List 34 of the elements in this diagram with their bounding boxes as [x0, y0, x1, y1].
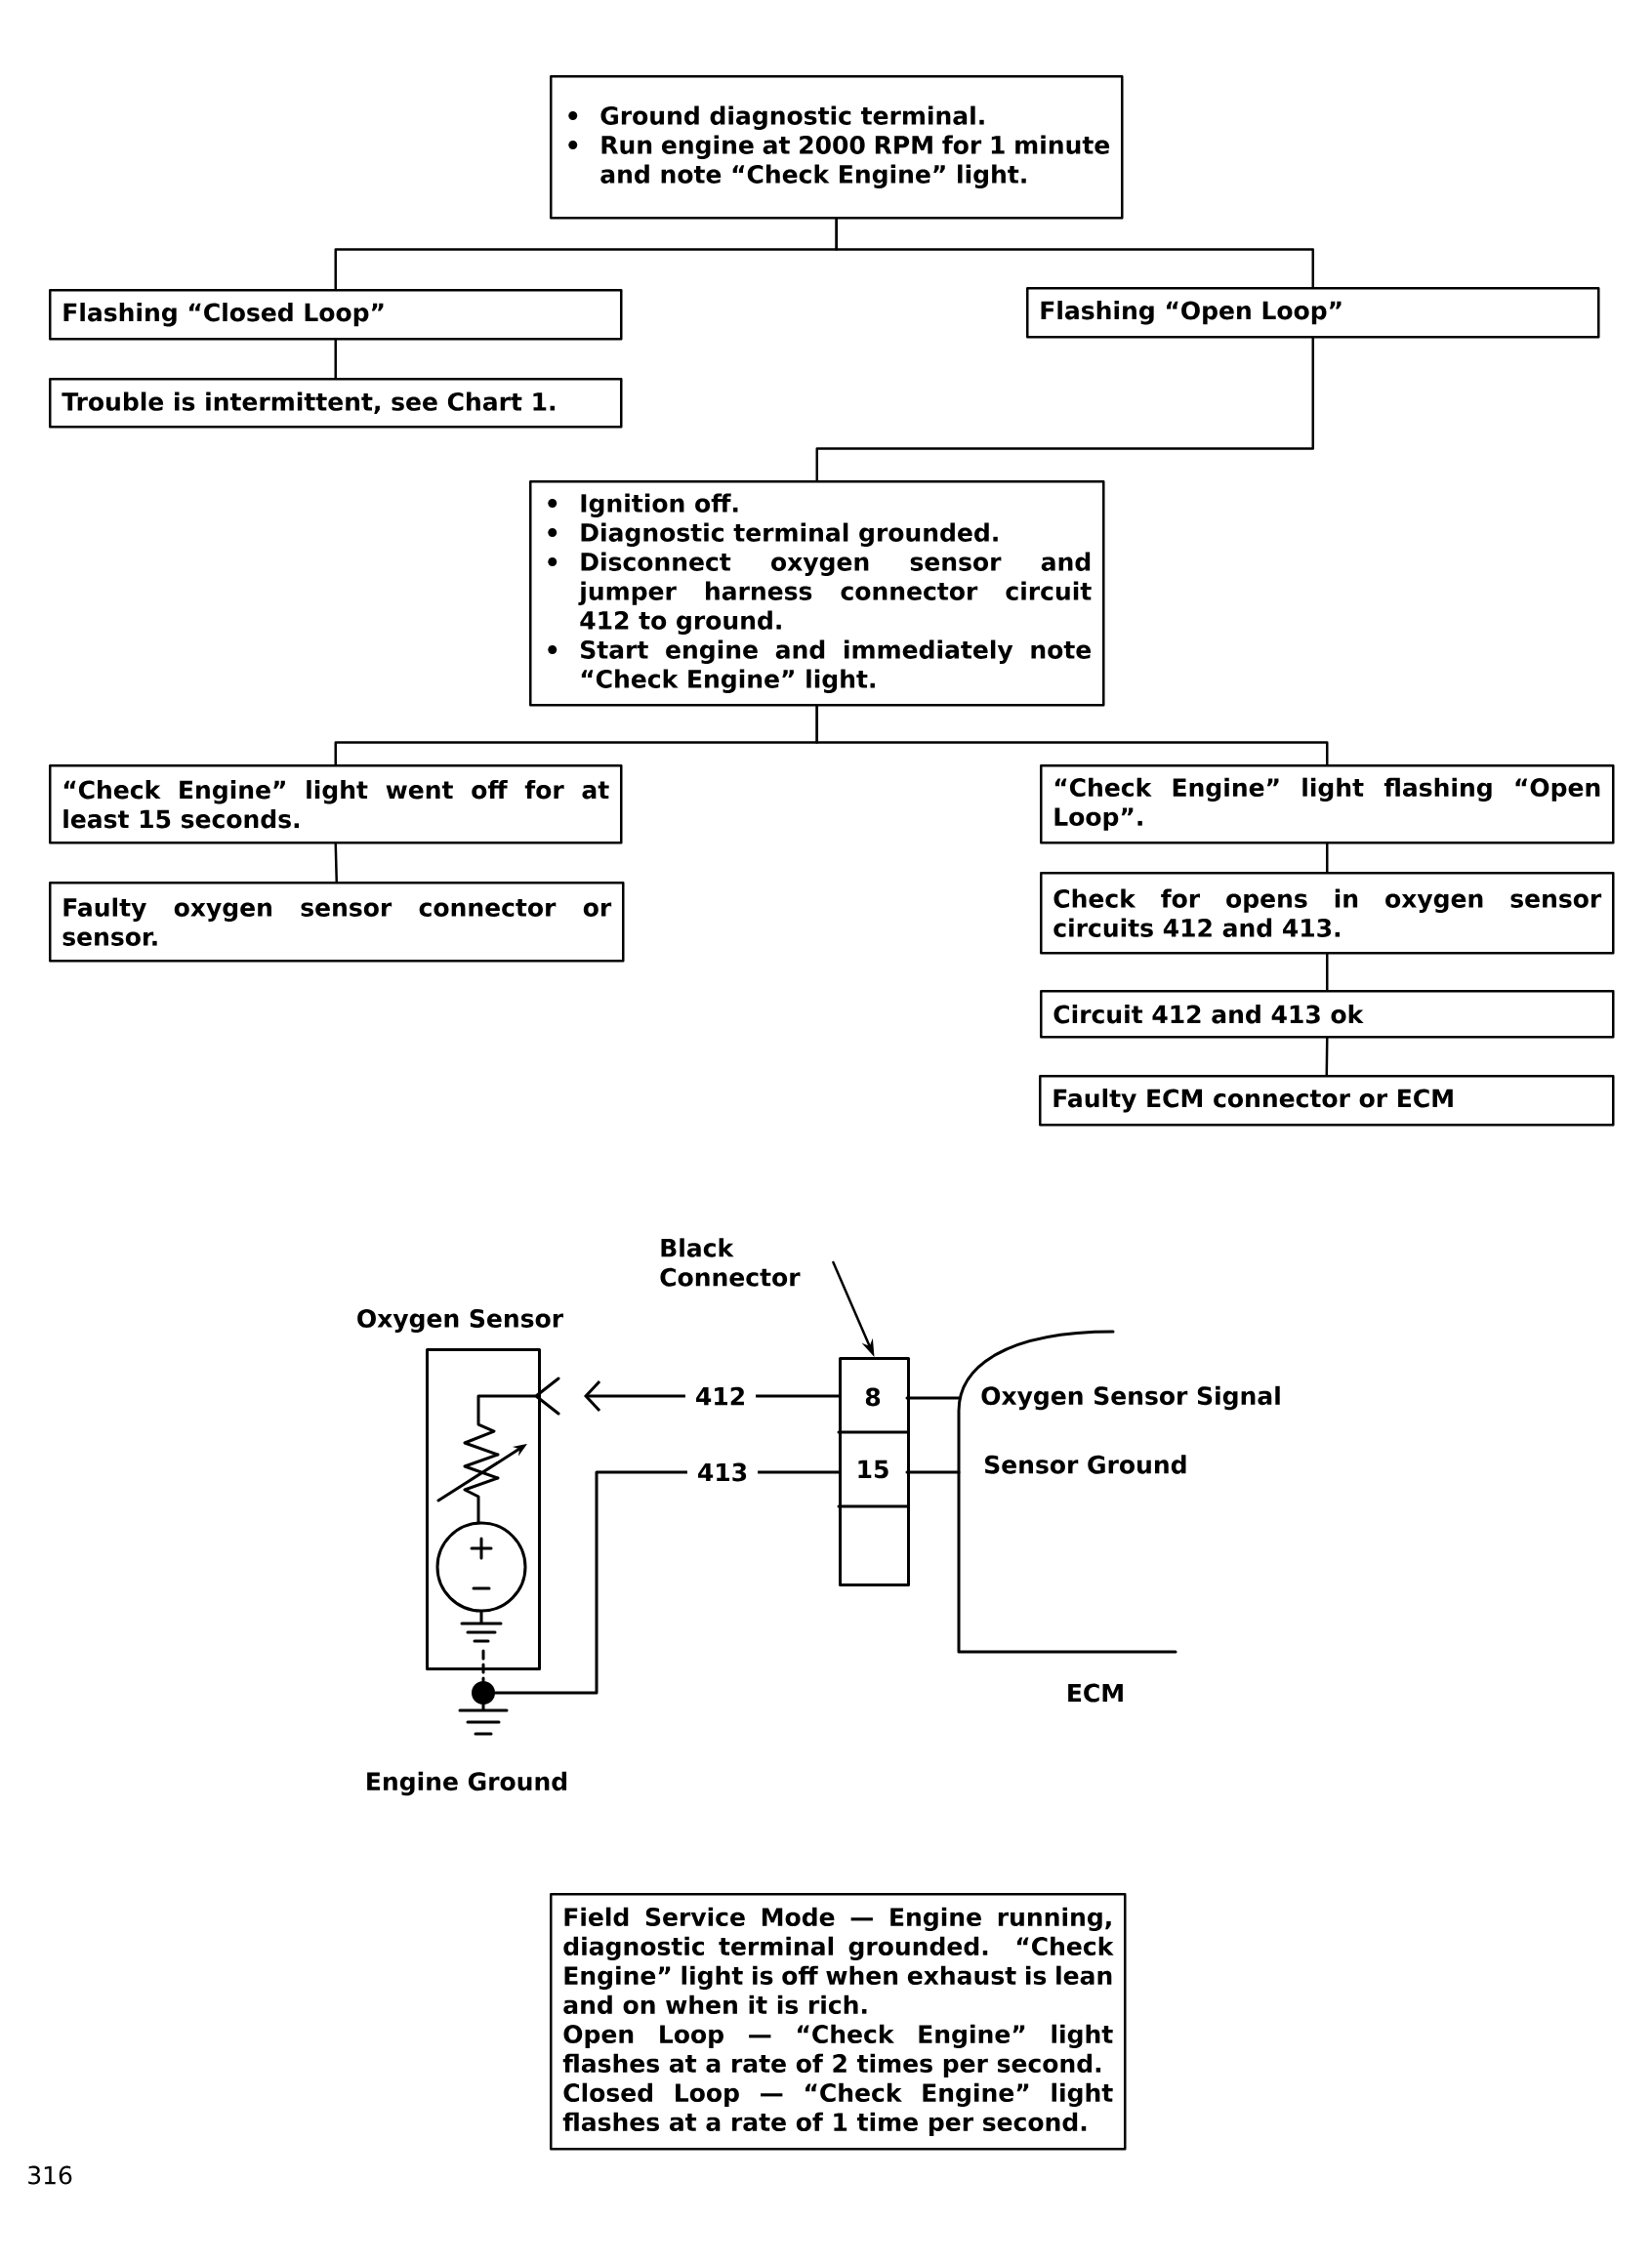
- step-box: Faulty ECM connector or ECM: [1039, 1075, 1615, 1127]
- callout-text: Black Connector: [660, 1238, 801, 1287]
- connector-line: [1326, 843, 1329, 874]
- step-box: “Check Engine” light flashing “Open Loop”.: [1040, 764, 1615, 844]
- step-box: Flashing “Open Loop”: [1026, 287, 1600, 339]
- step-box: Circuit 412 and 413 ok: [1040, 990, 1615, 1039]
- node-label: Oxygen Sensor: [357, 1309, 563, 1333]
- step-box: Check for opens in oxygen sensor circuits 412 and 413.: [1040, 872, 1615, 955]
- connector-line: [481, 1649, 485, 1683]
- step-box: Flashing “Closed Loop”: [49, 289, 623, 341]
- signal-name: Oxygen Sensor Signal: [981, 1385, 1280, 1411]
- connector-line: [835, 218, 1314, 289]
- wire-number: 413: [686, 1459, 759, 1486]
- step-box: Faulty oxygen sensor connector or sensor.: [49, 882, 625, 963]
- step-box: “Check Engine” light went off for at least 15 seconds.: [49, 764, 623, 844]
- step-box: Field Service Mode — Engine running, diagnostic terminal grounded. “Check Engine” light is off when exhaust is lean and on when it is rich. Open Loop — “Check Engine” light flashes at a rate of 2 times per second. Closed Loop — “Check Engine” light flashes at a rate of 1 time per second.: [550, 1893, 1127, 2151]
- connector-line: [493, 1470, 841, 1695]
- wire-number: 412: [684, 1382, 757, 1410]
- connector-line: [815, 705, 1329, 766]
- connector-line: [1326, 953, 1329, 992]
- component-label: ECM: [1068, 1683, 1123, 1703]
- signal-name: Sensor Ground: [985, 1455, 1186, 1474]
- ground-label: Engine Ground: [367, 1771, 567, 1796]
- step-box: Ignition off. Diagnostic terminal grounded. Disconnect oxygen sensor and jumper harness connector circuit 412 to ground. Start engine and immediately note “Check Engine” light.: [529, 480, 1105, 707]
- junction-dot: [472, 1681, 495, 1705]
- page-number: 316: [28, 2165, 72, 2185]
- connector-line: [334, 843, 338, 884]
- step-box: Ground diagnostic terminal. Run engine at 2000 RPM for 1 minute and note “Check Engine” light.: [550, 75, 1124, 220]
- connector-line: [815, 337, 1314, 482]
- sensor-box: Oxygen Sensor: [357, 1309, 563, 1670]
- connector-line: [1325, 1037, 1329, 1077]
- connector-block: 8 15: [837, 1357, 910, 1586]
- connector-line: [334, 339, 337, 380]
- step-box: Trouble is intermittent, see Chart 1.: [49, 378, 623, 429]
